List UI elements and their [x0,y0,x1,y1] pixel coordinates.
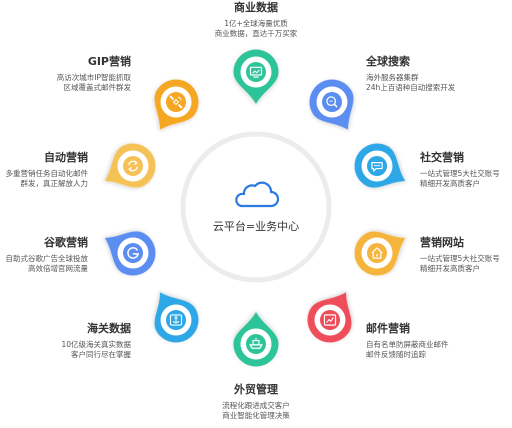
cloud-icon [235,181,280,208]
pin-global-search [309,79,354,130]
pin-trade-management [233,312,279,367]
node-desc-line: 自有名单防屏蔽商业邮件 [366,339,449,349]
node-title: 营销网站 [420,236,464,249]
node-desc-line: 商业数据，直达千万买家 [214,28,298,38]
pin-badge [367,243,387,263]
node-desc-line: 1亿+全球海量优质 [224,18,288,28]
trend-icon [323,314,337,326]
node-title: 海关数据 [87,322,131,335]
node-desc-line: 一站式管理5大社交账号 [420,168,500,178]
node-desc-line: 客户同行尽在掌握 [71,349,131,359]
pin-business-data [233,49,279,104]
pin-badge [246,334,266,354]
label-marketing-site: 营销网站 一站式管理5大社交账号 精细开发高质客户 [420,236,500,274]
node-desc-line: 区域覆盖式邮件群发 [63,82,132,92]
label-global-search: 全球搜索 海外服务器集群 24h上百语种自动搜索开发 [366,55,455,93]
pin-badge [166,92,186,112]
node-desc-line: 流程化跟进成交客户 [222,400,290,410]
node-desc-line: 24h上百语种自动搜索开发 [366,82,456,92]
cycle-icon [128,160,138,172]
search-icon [326,96,338,108]
node-desc-line: 精细开发高质客户 [420,263,480,273]
node-desc-line: 10亿级海关真实数据 [61,339,131,349]
pin-badge [123,243,143,263]
node-desc-line: 精细开发高质客户 [420,178,480,188]
node-desc-line: 邮件反馈随时追踪 [366,349,426,359]
node-title: 商业数据 [234,1,278,14]
node-desc-line: 高效倍增官网流量 [28,263,88,273]
home-icon [371,247,383,259]
google-icon [127,247,140,259]
node-title: 外贸管理 [234,383,278,396]
label-auto-marketing: 自动营销 多重营销任务自动化邮件 群发，真正解放人力 [6,151,89,189]
pin-badge [322,92,342,112]
satellite-icon [169,95,183,109]
anchor-icon [169,314,183,326]
node-desc-line: 海外服务器集群 [366,72,419,82]
pin-customs-data [154,292,199,343]
label-gip-marketing: GIP营销 高访次城市IP智能抓取 区域覆盖式邮件群发 [57,55,131,93]
node-title: GIP营销 [87,55,131,68]
label-business-data: 商业数据 1亿+全球海量优质 商业数据，直达千万买家 [196,1,316,39]
node-title: 自动营销 [44,151,88,164]
label-social-marketing: 社交营销 一站式管理5大社交账号 精细开发高质客户 [420,151,500,189]
pin-badge [123,156,143,176]
monitor-chart-icon [249,66,263,78]
ship-icon [249,338,263,349]
node-title: 社交营销 [420,151,464,164]
chat-icon [371,162,383,172]
pin-gip-marketing [154,79,199,130]
node-title: 谷歌营销 [44,236,88,249]
node-desc-line: 群发，真正解放人力 [20,178,89,188]
node-desc-line: 自助式谷歌广告全球投放 [5,253,89,263]
label-trade-management: 外贸管理 流程化跟进成交客户 商业智能化管理决策 [196,383,316,421]
node-desc-line: 多重营销任务自动化邮件 [5,168,89,178]
label-customs-data: 海关数据 10亿级海关真实数据 客户同行尽在掌握 [61,322,131,360]
node-title: 全球搜索 [366,55,410,68]
center-label: 云平台=业务中心 [212,220,300,233]
label-email-marketing: 邮件营销 自有名单防屏蔽商业邮件 邮件反馈随时追踪 [366,322,449,360]
pin-email-marketing [307,292,352,343]
pin-auto-marketing [104,143,156,188]
pin-marketing-site [354,231,406,276]
label-google-marketing: 谷歌营销 自助式谷歌广告全球投放 高效倍增官网流量 [6,236,89,274]
node-desc-line: 商业智能化管理决策 [222,410,290,420]
pin-google-marketing [104,231,156,276]
node-desc-line: 高访次城市IP智能抓取 [56,72,131,82]
pin-social-marketing [354,143,406,188]
node-desc-line: 一站式管理5大社交账号 [420,253,500,263]
node-title: 邮件营销 [366,322,410,335]
